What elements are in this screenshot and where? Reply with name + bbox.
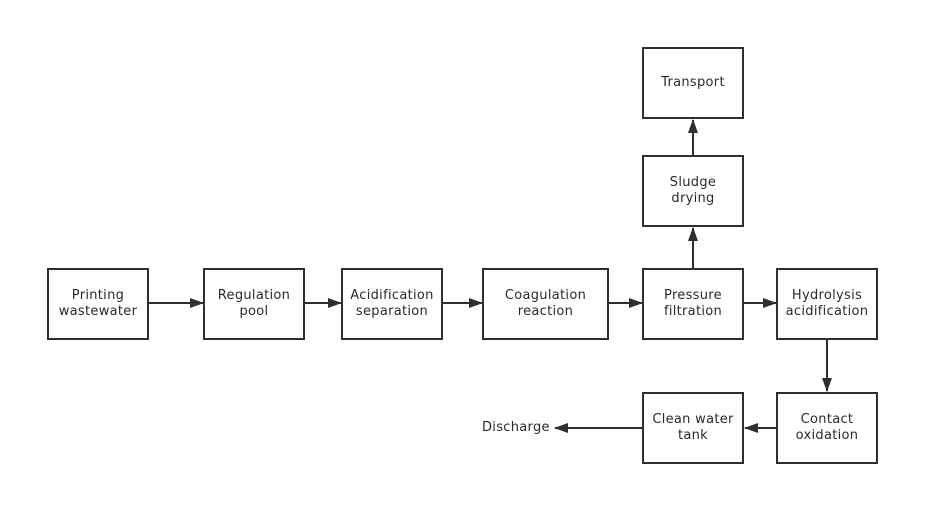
node-label: Transport bbox=[661, 75, 725, 90]
node-regulation-pool: Regulation pool bbox=[203, 268, 305, 340]
node-label: Clean water tank bbox=[652, 412, 734, 443]
node-label: Contact oxidation bbox=[795, 412, 859, 443]
node-clean-water-tank: Clean water tank bbox=[642, 392, 744, 464]
discharge-label: Discharge bbox=[482, 420, 550, 435]
node-label: Acidification separation bbox=[350, 288, 434, 319]
node-label: Printing wastewater bbox=[58, 288, 138, 319]
node-sludge-drying: Sludge drying bbox=[642, 155, 744, 227]
node-acidification-separation: Acidification separation bbox=[341, 268, 443, 340]
node-label: Hydrolysis acidification bbox=[785, 288, 869, 319]
node-contact-oxidation: Contact oxidation bbox=[776, 392, 878, 464]
node-pressure-filtration: Pressure filtration bbox=[642, 268, 744, 340]
node-coagulation-reaction: Coagulation reaction bbox=[482, 268, 609, 340]
node-label: Coagulation reaction bbox=[504, 288, 587, 319]
node-label: Regulation pool bbox=[217, 288, 291, 319]
node-transport: Transport bbox=[642, 47, 744, 119]
node-label: Sludge drying bbox=[669, 175, 717, 206]
node-hydrolysis-acidification: Hydrolysis acidification bbox=[776, 268, 878, 340]
node-printing-wastewater: Printing wastewater bbox=[47, 268, 149, 340]
node-label: Pressure filtration bbox=[663, 288, 723, 319]
